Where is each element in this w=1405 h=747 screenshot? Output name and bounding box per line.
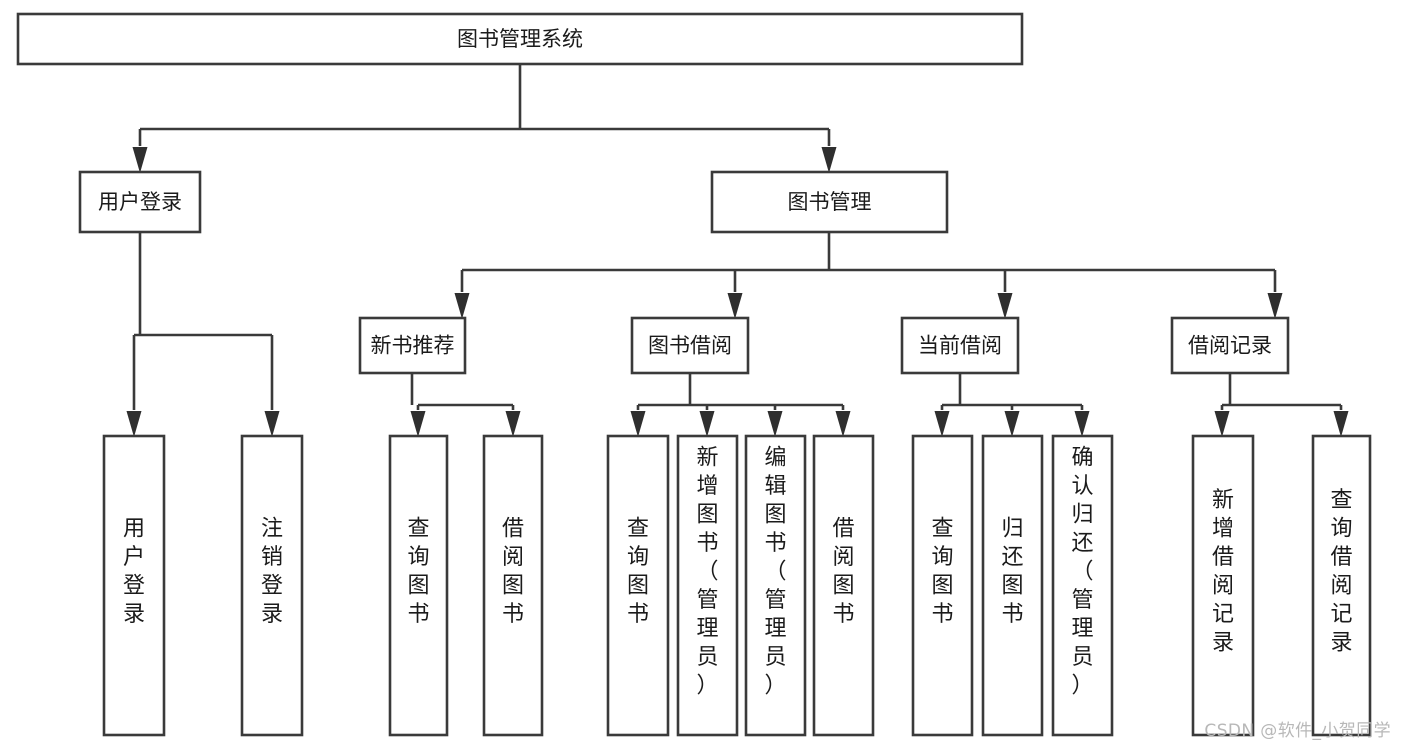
node-leaf[interactable]: 查询图书 <box>911 434 974 737</box>
node-leaf[interactable]: 查询借阅记录 <box>1311 434 1372 737</box>
node-box[interactable] <box>388 434 449 737</box>
node-label: 新增图书（管理员） <box>696 445 718 698</box>
arrow-head-icon <box>1333 411 1349 437</box>
node-level1[interactable]: 图书管理 <box>710 170 949 234</box>
node-leaf[interactable]: 注销登录 <box>240 434 304 737</box>
arrow-head-icon <box>630 411 646 437</box>
arrow-head-icon <box>727 293 743 319</box>
connector-group <box>132 64 837 173</box>
arrow-head-icon <box>1004 411 1020 437</box>
arrow-head-icon <box>410 411 426 437</box>
connector-group <box>1214 373 1349 437</box>
connector-group <box>454 232 1283 319</box>
node-box[interactable] <box>630 316 750 375</box>
node-root[interactable]: 图书管理系统 <box>16 12 1024 66</box>
arrow-head-icon <box>997 293 1013 319</box>
arrow-head-icon <box>126 411 142 437</box>
node-label: 新书推荐 <box>371 334 455 358</box>
node-label: 当前借阅 <box>918 334 1002 358</box>
node-label: 用户登录 <box>123 517 145 628</box>
node-box[interactable] <box>606 434 670 737</box>
node-box[interactable] <box>78 170 202 234</box>
node-box[interactable] <box>676 434 739 737</box>
node-leaf[interactable]: 查询图书 <box>388 434 449 737</box>
node-box[interactable] <box>812 434 875 737</box>
node-level2[interactable]: 借阅记录 <box>1170 316 1290 375</box>
arrow-head-icon <box>699 411 715 437</box>
node-label: 查询借阅记录 <box>1330 488 1352 656</box>
node-box[interactable] <box>16 12 1024 66</box>
arrow-head-icon <box>505 411 521 437</box>
node-box[interactable] <box>981 434 1044 737</box>
node-level2[interactable]: 图书借阅 <box>630 316 750 375</box>
node-label: 归还图书 <box>1001 517 1023 628</box>
node-box[interactable] <box>744 434 807 737</box>
node-box[interactable] <box>482 434 544 737</box>
node-label: 查询图书 <box>931 517 953 628</box>
connector-group <box>630 373 851 437</box>
node-leaf[interactable]: 新增图书（管理员） <box>676 434 739 737</box>
node-label: 图书管理 <box>788 190 872 214</box>
node-label: 用户登录 <box>98 190 182 214</box>
arrow-head-icon <box>1267 293 1283 319</box>
node-label: 注销登录 <box>261 517 283 628</box>
node-label: 编辑图书（管理员） <box>764 445 786 698</box>
node-box[interactable] <box>900 316 1020 375</box>
arrow-head-icon <box>1074 411 1090 437</box>
arrow-head-icon <box>132 147 148 173</box>
node-label: 借阅图书 <box>502 517 524 628</box>
node-leaf[interactable]: 归还图书 <box>981 434 1044 737</box>
node-box[interactable] <box>911 434 974 737</box>
arrow-head-icon <box>454 293 470 319</box>
node-box[interactable] <box>1170 316 1290 375</box>
connector-group <box>934 373 1090 437</box>
node-leaf[interactable]: 借阅图书 <box>482 434 544 737</box>
node-label: 新增借阅记录 <box>1212 488 1234 656</box>
node-label: 借阅记录 <box>1188 334 1272 358</box>
node-label: 借阅图书 <box>832 517 854 628</box>
node-box[interactable] <box>1191 434 1255 737</box>
node-leaf[interactable]: 用户登录 <box>102 434 166 737</box>
arrow-head-icon <box>821 147 837 173</box>
node-leaf[interactable]: 编辑图书（管理员） <box>744 434 807 737</box>
arrow-head-icon <box>835 411 851 437</box>
node-box[interactable] <box>1051 434 1114 737</box>
node-leaf[interactable]: 新增借阅记录 <box>1191 434 1255 737</box>
node-label: 查询图书 <box>407 517 429 628</box>
node-box[interactable] <box>710 170 949 234</box>
connector-group <box>410 373 521 437</box>
node-box[interactable] <box>102 434 166 737</box>
node-label: 查询图书 <box>627 517 649 628</box>
connector-layer <box>126 64 1349 437</box>
arrow-head-icon <box>1214 411 1230 437</box>
node-level2[interactable]: 新书推荐 <box>358 316 467 375</box>
arrow-head-icon <box>264 411 280 437</box>
node-layer: 图书管理系统用户登录图书管理新书推荐图书借阅当前借阅借阅记录用户登录注销登录查询… <box>16 12 1372 737</box>
node-label: 图书借阅 <box>648 334 732 358</box>
csdn-watermark: CSDN @软件_小贺同学 <box>1204 721 1391 741</box>
node-label: 图书管理系统 <box>457 27 583 51</box>
node-leaf[interactable]: 确认归还（管理员） <box>1051 434 1114 737</box>
arrow-head-icon <box>934 411 950 437</box>
arrow-head-icon <box>767 411 783 437</box>
node-box[interactable] <box>1311 434 1372 737</box>
node-level1[interactable]: 用户登录 <box>78 170 202 234</box>
node-box[interactable] <box>240 434 304 737</box>
node-level2[interactable]: 当前借阅 <box>900 316 1020 375</box>
node-label: 确认归还（管理员） <box>1071 445 1093 698</box>
connector-group <box>126 232 280 437</box>
node-box[interactable] <box>358 316 467 375</box>
node-leaf[interactable]: 查询图书 <box>606 434 670 737</box>
node-leaf[interactable]: 借阅图书 <box>812 434 875 737</box>
